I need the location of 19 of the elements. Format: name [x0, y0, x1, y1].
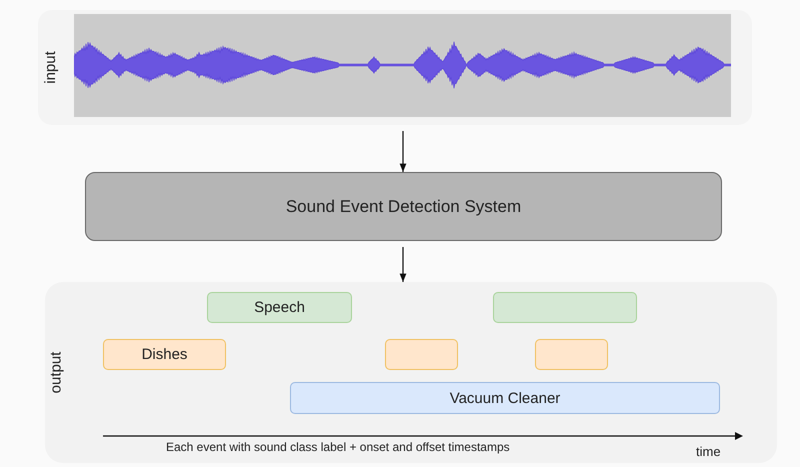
axis-caption: Each event with sound class label + onset and offset timestamps [166, 440, 510, 454]
axis-label: time [696, 444, 721, 459]
event-bar [385, 339, 458, 370]
panel-label: input [42, 50, 59, 84]
event-bar [290, 382, 720, 414]
process-box [85, 172, 722, 241]
event-bar [493, 292, 637, 323]
arrow [400, 247, 406, 282]
node-label: Dishes [142, 346, 188, 363]
event-bar [535, 339, 608, 370]
event-bar [103, 339, 226, 370]
panel-label: output [47, 351, 64, 393]
event-bar [207, 292, 352, 323]
output-panel [45, 282, 777, 463]
input-panel [38, 10, 752, 125]
arrow [400, 131, 406, 172]
node-label: Speech [254, 299, 305, 316]
node-label: Sound Event Detection System [286, 196, 522, 216]
node-label: Vacuum Cleaner [450, 390, 560, 406]
